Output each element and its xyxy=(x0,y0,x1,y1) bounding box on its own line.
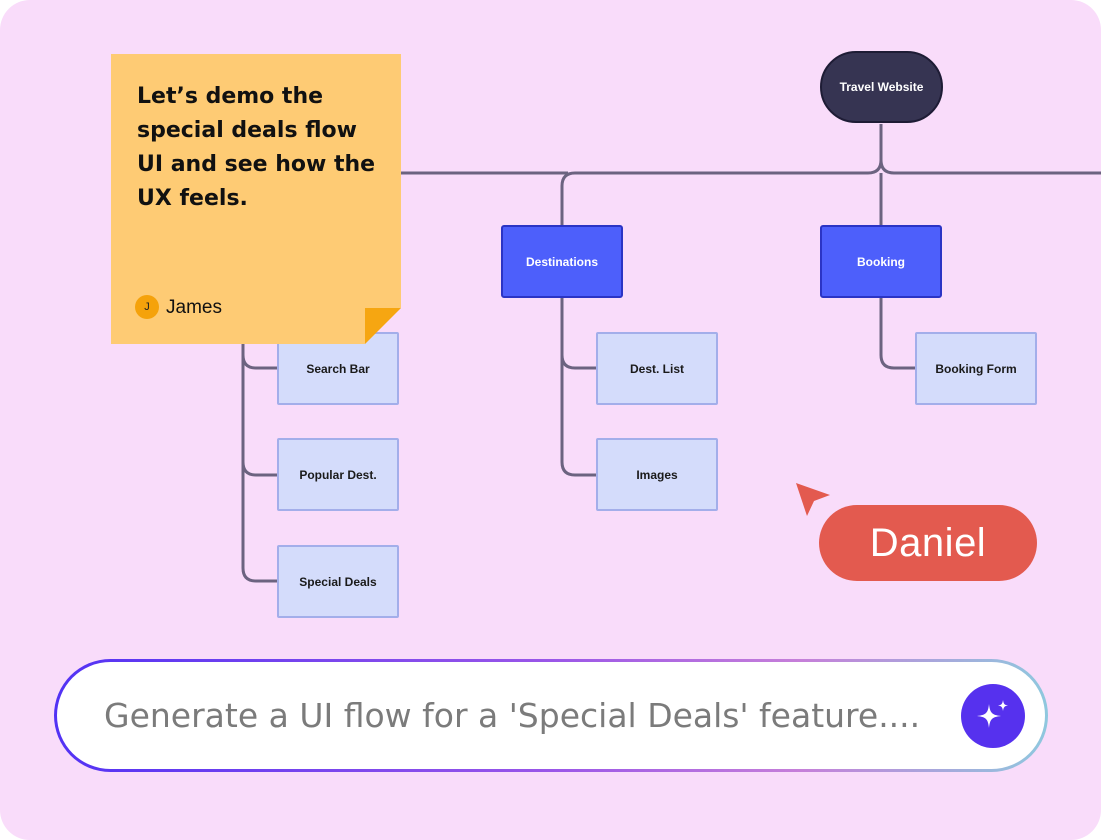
node-booking[interactable]: Booking xyxy=(820,225,942,298)
node-images[interactable]: Images xyxy=(596,438,718,511)
node-search-bar[interactable]: Search Bar xyxy=(277,332,399,405)
node-destinations[interactable]: Destinations xyxy=(501,225,623,298)
connector-dest-list xyxy=(560,354,597,370)
author-name: James xyxy=(166,297,222,318)
node-special-deals[interactable]: Special Deals xyxy=(277,545,399,618)
collaborator-cursor-label: Daniel xyxy=(819,505,1037,581)
connector-root-destinations xyxy=(560,124,883,226)
node-booking-form[interactable]: Booking Form xyxy=(915,332,1037,405)
connector-special-deals xyxy=(241,344,278,583)
generate-button[interactable] xyxy=(961,684,1025,748)
cursor-arrow-icon xyxy=(796,483,830,516)
node-dest-list[interactable]: Dest. List xyxy=(596,332,718,405)
connector-images xyxy=(560,297,597,477)
author-avatar: J xyxy=(135,295,159,319)
sticky-note-text: Let’s demo the special deals flow UI and… xyxy=(137,84,376,211)
connector-root-right xyxy=(879,159,1101,175)
connector-booking-form xyxy=(879,297,916,370)
ai-prompt-bar: Generate a UI flow for a 'Special Deals'… xyxy=(54,659,1048,772)
connector-popular-dest xyxy=(241,461,278,477)
connector-search-bar xyxy=(241,354,278,370)
sticky-note[interactable]: Let’s demo the special deals flow UI and… xyxy=(111,54,401,344)
root-node[interactable]: Travel Website xyxy=(820,51,943,123)
node-popular-dest[interactable]: Popular Dest. xyxy=(277,438,399,511)
prompt-input[interactable]: Generate a UI flow for a 'Special Deals'… xyxy=(104,696,921,735)
sparkles-icon xyxy=(977,700,1008,728)
